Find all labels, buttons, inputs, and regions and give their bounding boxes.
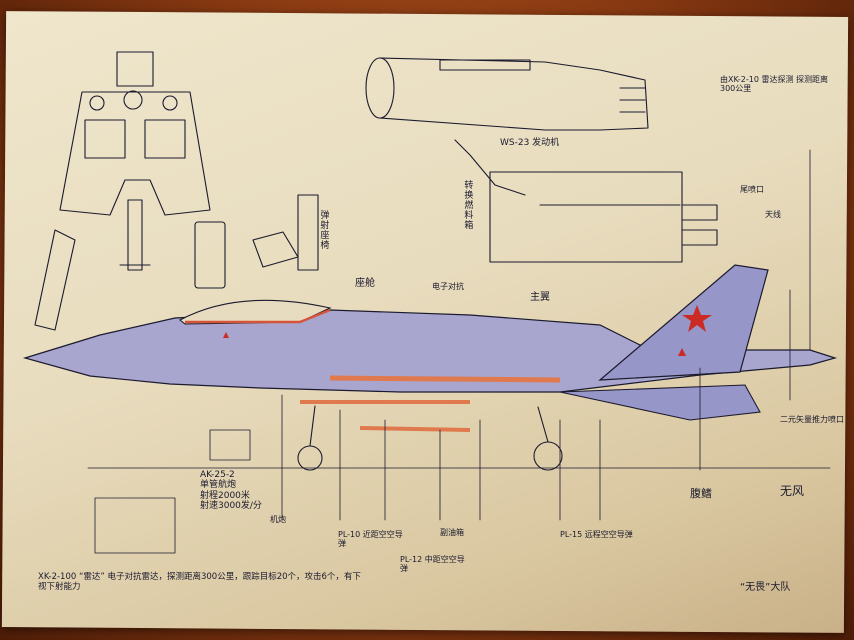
bottom-note: XK-2-100 “雷达” 电子对抗雷达，探测距离300公里，跟踪目标20个，攻… [38,572,361,592]
seat-label: 弹射座椅 [318,210,329,250]
antenna-label: 天线 [765,210,781,219]
fuselage [22,264,838,432]
nozzle-label: 尾喷口 [740,185,764,194]
cockpit-label: 座舱 [355,278,375,289]
wing-label: 主翼 [530,292,550,303]
radar-warning-label: 电子对抗 [432,282,464,291]
side-instrument-drawings [34,194,319,331]
gun-note: AK-25-2 单管航炮 射程2000米 射速3000发/分 [200,470,262,512]
landing-gear-drawing [297,405,563,471]
missile-note-1: PL-10 近距空空导弹 [338,530,403,549]
missile-note-2: PL-12 中距空空导弹 [400,555,465,574]
signature-2: “无畏”大队 [740,582,791,593]
missile-right-note: 由XK-2-10 雷达探测 探测距离300公里 [720,75,829,94]
engine-label: WS-23 发动机 [500,138,560,148]
signature-1: 无风 [780,484,805,498]
engine-drawing [365,57,649,196]
belly-label: 腹鳍 [690,487,712,500]
cockpit-panel-drawing [59,51,211,271]
missile-note-3: PL-15 远程空空导弹 [560,530,633,539]
rwr-label: 二元矢量推力喷口 [780,415,844,424]
pod-label: 副油箱 [440,528,464,537]
gun-label: 机炮 [270,515,286,524]
fuel-tank-label: 转换燃料箱 [462,180,473,230]
fuel-tank-drawing [489,171,718,263]
annotation-lines [87,149,831,554]
